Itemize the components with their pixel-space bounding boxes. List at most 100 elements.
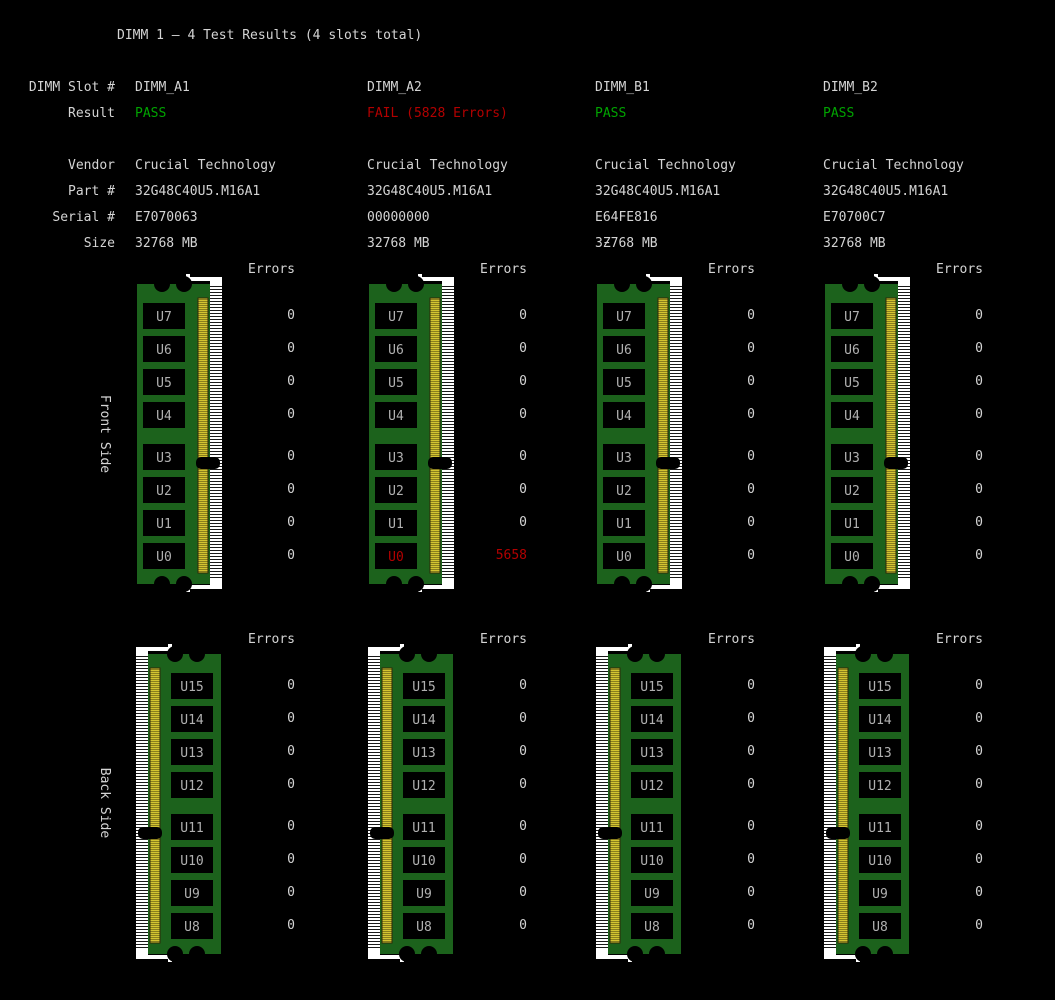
chip-label: U13 xyxy=(868,746,891,761)
memory-chip xyxy=(143,402,185,428)
key-notch xyxy=(428,457,452,469)
mounting-hole xyxy=(842,576,858,592)
chip-error-count: 0 xyxy=(287,407,295,422)
memory-chip xyxy=(171,706,213,732)
memory-chip xyxy=(171,880,213,906)
chip-label: U9 xyxy=(184,887,200,902)
memory-chip xyxy=(603,402,645,428)
memory-chip xyxy=(171,739,213,765)
mounting-hole xyxy=(154,576,170,592)
mounting-hole xyxy=(877,946,893,962)
chip-label: U3 xyxy=(156,451,172,466)
chip-label: U3 xyxy=(388,451,404,466)
memory-chip xyxy=(631,847,673,873)
slot-bracket-bottom xyxy=(824,955,860,959)
gold-fingers xyxy=(837,667,849,944)
memory-chip xyxy=(859,880,901,906)
chip-label: U5 xyxy=(616,376,632,391)
chip-error-count: 0 xyxy=(975,374,983,389)
mounting-hole xyxy=(636,576,652,592)
chip-label: U13 xyxy=(180,746,203,761)
key-notch xyxy=(826,827,850,839)
chip-label: U15 xyxy=(180,680,203,695)
chip-error-count: 0 xyxy=(519,885,527,900)
chip-label: U8 xyxy=(184,920,200,935)
slot-name: DIMM_A1 xyxy=(135,80,190,95)
slot-bracket-bottom xyxy=(646,585,682,589)
chip-label: U2 xyxy=(388,484,404,499)
mounting-hole xyxy=(408,576,424,592)
slot-bracket-bottom xyxy=(136,955,172,959)
chip-label: U9 xyxy=(416,887,432,902)
slot-bracket-top xyxy=(824,647,860,651)
size-value: 3Ƶ768 MB xyxy=(595,236,658,251)
mounting-hole xyxy=(408,276,424,292)
chip-label: U6 xyxy=(844,343,860,358)
chip-error-count: 0 xyxy=(287,515,295,530)
chip-error-count: 0 xyxy=(747,819,755,834)
mounting-hole xyxy=(855,646,871,662)
chip-label: U14 xyxy=(868,713,892,728)
vendor-value: Crucial Technology xyxy=(367,158,508,173)
chip-label: U15 xyxy=(640,680,663,695)
gold-fingers xyxy=(149,667,161,944)
chip-error-count: 0 xyxy=(747,341,755,356)
chip-error-count: 0 xyxy=(287,678,295,693)
chip-error-count: 0 xyxy=(975,515,983,530)
memory-chip xyxy=(631,880,673,906)
part-number-value: 32G48C40U5.M16A1 xyxy=(135,184,261,199)
chip-error-count: 5658 xyxy=(495,548,527,563)
chip-error-count: 0 xyxy=(975,548,983,563)
memory-chip xyxy=(143,336,185,362)
chip-error-count: 0 xyxy=(287,308,295,323)
memory-chip xyxy=(831,444,873,470)
memory-chip xyxy=(375,336,417,362)
slot-connector-teeth xyxy=(824,656,836,948)
chip-error-count: 0 xyxy=(287,819,295,834)
slot-name: DIMM_B1 xyxy=(595,80,650,95)
chip-label: U1 xyxy=(616,517,632,532)
slot-connector-teeth xyxy=(596,656,608,948)
chip-label: U7 xyxy=(388,310,404,325)
memory-chip xyxy=(859,673,901,699)
chip-label: U12 xyxy=(412,779,435,794)
chip-error-count: 0 xyxy=(519,744,527,759)
slot-bracket-bottom xyxy=(596,955,632,959)
chip-error-count: 0 xyxy=(975,407,983,422)
mounting-hole xyxy=(386,576,402,592)
memory-chip xyxy=(375,543,417,569)
memory-chip xyxy=(631,814,673,840)
memory-chip xyxy=(831,303,873,329)
chip-label: U6 xyxy=(388,343,404,358)
memory-chip xyxy=(631,772,673,798)
chip-error-count: 0 xyxy=(747,918,755,933)
chip-error-count: 0 xyxy=(519,777,527,792)
chip-error-count: 0 xyxy=(747,515,755,530)
serial-number-value: E64FE816 xyxy=(595,210,658,225)
slot-bracket-top xyxy=(186,277,222,281)
serial-number-value: E70700C7 xyxy=(823,210,886,225)
slot-bracket-top xyxy=(136,647,172,651)
gold-fingers xyxy=(381,667,393,944)
memory-chip xyxy=(375,477,417,503)
memory-chip xyxy=(831,369,873,395)
chip-error-count: 0 xyxy=(747,482,755,497)
memory-chip xyxy=(143,477,185,503)
vendor-value: Crucial Technology xyxy=(823,158,964,173)
chip-error-count: 0 xyxy=(287,744,295,759)
chip-label: U11 xyxy=(412,821,435,836)
chip-error-count: 0 xyxy=(975,885,983,900)
mounting-hole xyxy=(614,576,630,592)
memory-chip xyxy=(603,543,645,569)
chip-label: U10 xyxy=(640,854,663,869)
memory-chip xyxy=(603,510,645,536)
memory-chip xyxy=(603,369,645,395)
